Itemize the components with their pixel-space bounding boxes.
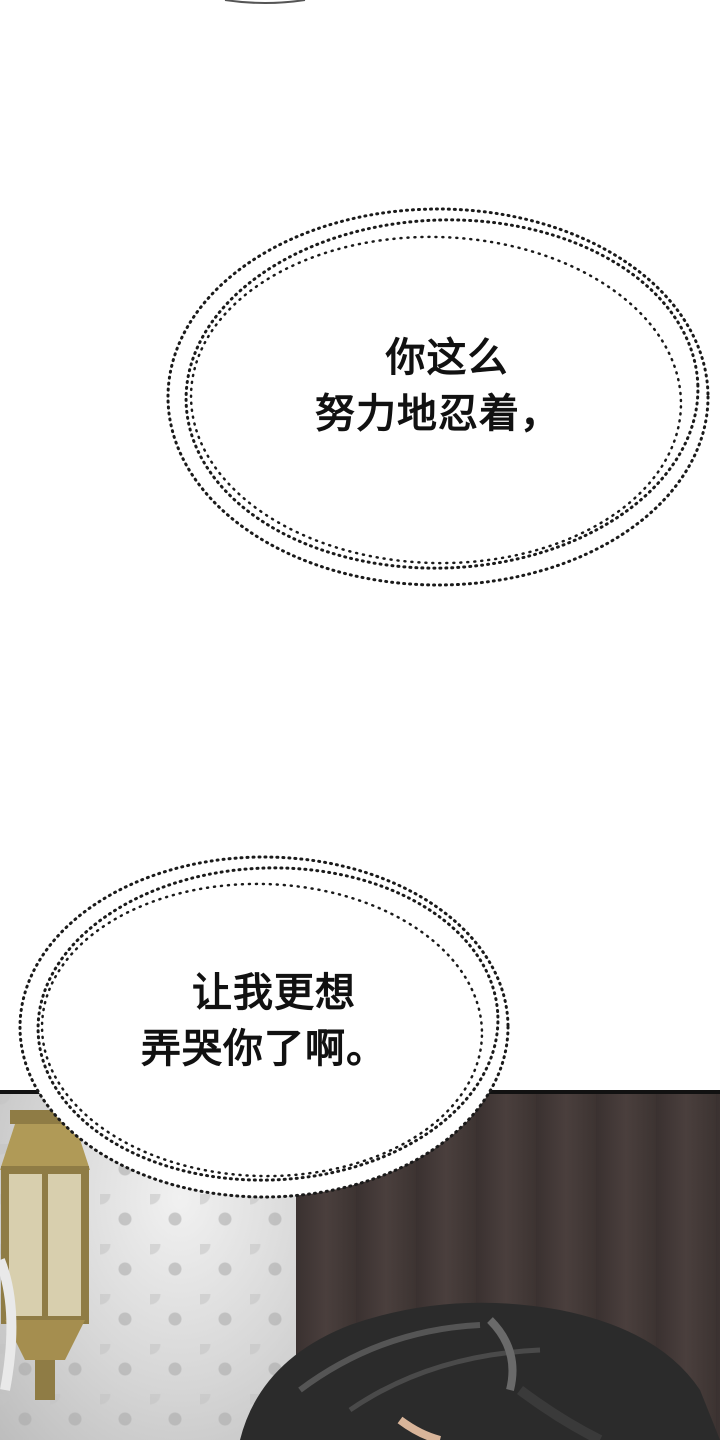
speech-bubble-2: 让我更想 弄哭你了啊。 (14, 850, 514, 1205)
bubble-1-line-1: 你这么 (385, 335, 509, 381)
bubble-2-line-1: 让我更想 (192, 970, 356, 1016)
bubble-1-outline (166, 207, 710, 587)
bubble-2-text: 让我更想 弄哭你了啊。 (14, 965, 514, 1077)
bubble-2-line-2: 弄哭你了啊。 (141, 1026, 387, 1072)
speech-bubble-1: 你这么 努力地忍着， (160, 200, 716, 595)
bubble-2-outline (18, 855, 510, 1199)
bubble-1-line-2: 努力地忍着， (315, 391, 561, 437)
wall-lantern-icon (0, 1110, 90, 1400)
bubble-1-text: 你这么 努力地忍着， (160, 330, 716, 442)
previous-bubble-edge (224, 0, 306, 4)
character-hair (240, 1302, 720, 1440)
